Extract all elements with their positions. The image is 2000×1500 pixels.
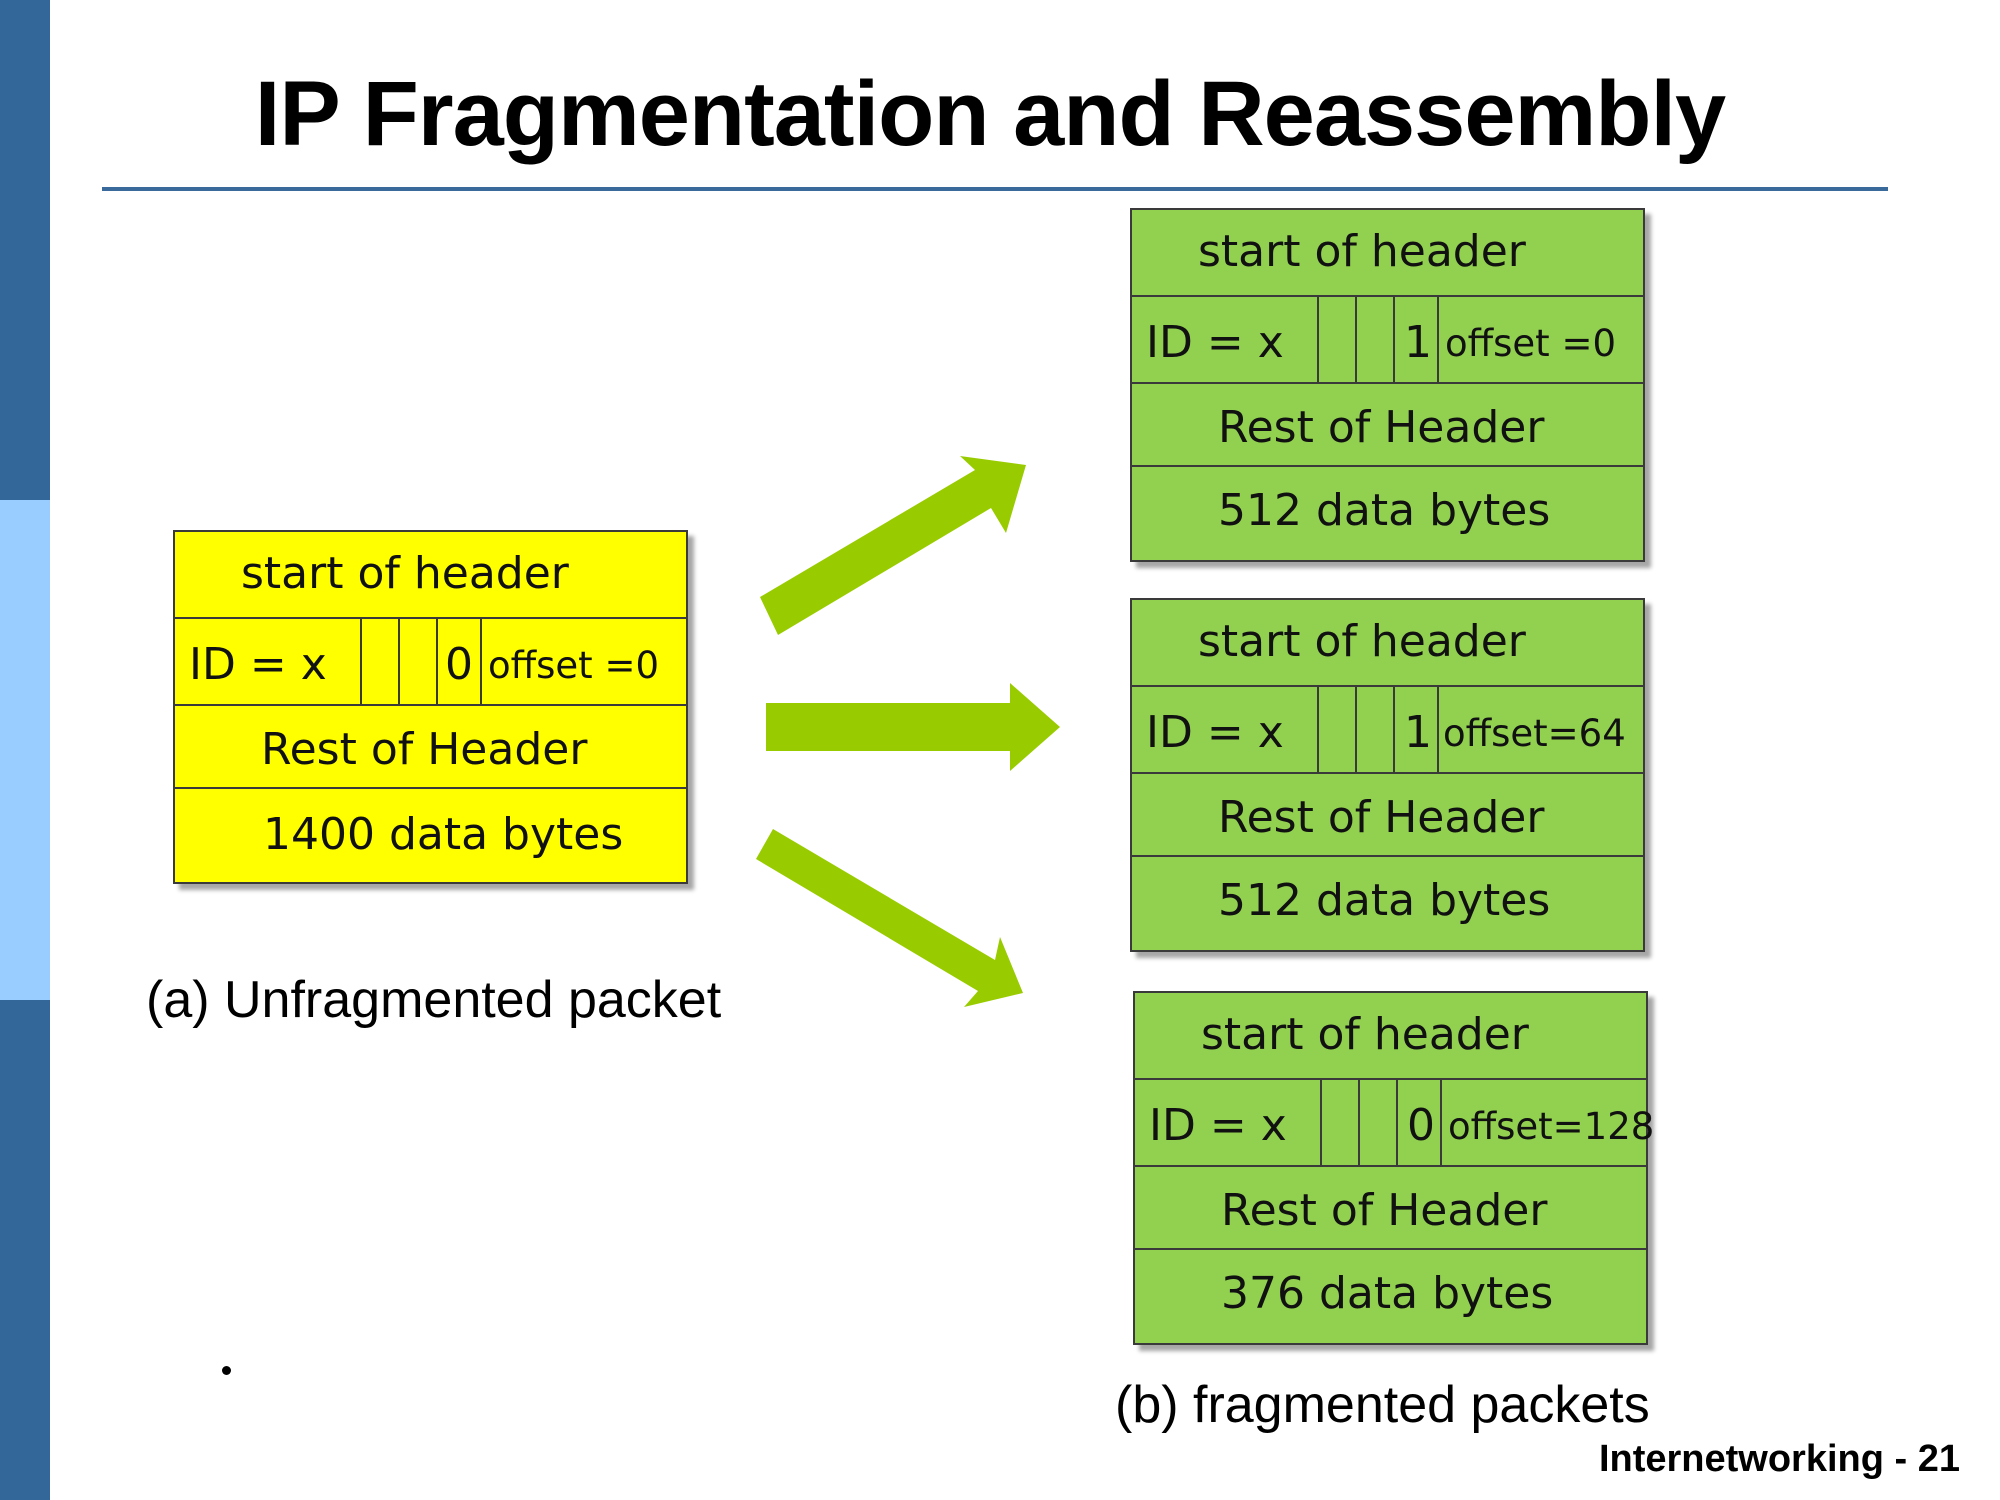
- start-of-header-row: start of header: [1132, 600, 1643, 687]
- start-of-header-label: start of header: [1201, 1009, 1529, 1060]
- rest-of-header-row: Rest of Header: [1132, 384, 1643, 467]
- arrow-right: [766, 683, 1060, 771]
- flag-divider: [1440, 1080, 1442, 1165]
- side-bar-middle: [0, 500, 50, 1000]
- offset-label: offset =0: [1445, 322, 1616, 365]
- flag-divider: [436, 619, 438, 704]
- flag-divider: [480, 619, 482, 704]
- more-fragments-flag: 1: [1404, 707, 1432, 758]
- flag-divider: [1396, 1080, 1398, 1165]
- offset-label: offset =0: [488, 644, 659, 687]
- fragment-packet-1: start of header ID = x 1 offset =0 Rest …: [1130, 208, 1645, 562]
- id-label: ID = x: [1146, 317, 1284, 368]
- flag-divider: [1317, 297, 1319, 382]
- start-of-header-label: start of header: [1198, 616, 1526, 667]
- flag-divider: [1393, 687, 1395, 772]
- more-fragments-flag: 1: [1404, 317, 1432, 368]
- rest-of-header-row: Rest of Header: [1135, 1167, 1646, 1250]
- title-divider: [102, 187, 1888, 191]
- rest-of-header-label: Rest of Header: [1218, 792, 1545, 843]
- data-bytes-label: 1400 data bytes: [263, 809, 624, 860]
- rest-of-header-row: Rest of Header: [1132, 774, 1643, 857]
- stray-bullet-dot: [222, 1366, 231, 1375]
- arrow-down-right: [756, 829, 1023, 1007]
- fragmented-caption: (b) fragmented packets: [1115, 1376, 1650, 1434]
- offset-label: offset=128: [1448, 1105, 1655, 1148]
- flag-divider: [1437, 297, 1439, 382]
- more-fragments-flag: 0: [1407, 1100, 1435, 1151]
- flag-divider: [1358, 1080, 1360, 1165]
- start-of-header-row: start of header: [1132, 210, 1643, 297]
- data-bytes-row: 512 data bytes: [1132, 467, 1643, 560]
- flag-divider: [398, 619, 400, 704]
- start-of-header-label: start of header: [1198, 226, 1526, 277]
- id-label: ID = x: [1146, 707, 1284, 758]
- flag-divider: [1393, 297, 1395, 382]
- arrow-up-right: [760, 456, 1026, 635]
- id-flags-offset-row: ID = x 1 offset =0: [1132, 297, 1643, 384]
- unfragmented-packet: start of header ID = x 0 offset =0 Rest …: [173, 530, 688, 884]
- offset-label: offset=64: [1443, 712, 1626, 755]
- data-bytes-row: 376 data bytes: [1135, 1250, 1646, 1343]
- fragment-packet-3: start of header ID = x 0 offset=128 Rest…: [1133, 991, 1654, 1345]
- start-of-header-row: start of header: [1135, 993, 1646, 1080]
- rest-of-header-label: Rest of Header: [1221, 1185, 1548, 1236]
- id-flags-offset-row: ID = x 0 offset =0: [175, 619, 686, 706]
- flag-divider: [1355, 687, 1357, 772]
- side-bar-bottom: [0, 1000, 50, 1500]
- rest-of-header-row: Rest of Header: [175, 706, 686, 789]
- fragment-packet-2: start of header ID = x 1 offset=64 Rest …: [1130, 598, 1645, 952]
- id-flags-offset-row: ID = x 0 offset=128: [1135, 1080, 1654, 1167]
- start-of-header-label: start of header: [241, 548, 569, 599]
- rest-of-header-label: Rest of Header: [1218, 402, 1545, 453]
- flag-divider: [1355, 297, 1357, 382]
- slide-title: IP Fragmentation and Reassembly: [254, 63, 1726, 165]
- more-fragments-flag: 0: [445, 639, 473, 690]
- start-of-header-row: start of header: [175, 532, 686, 619]
- slide-footer: Internetworking - 21: [1598, 1438, 1960, 1480]
- flag-divider: [1320, 1080, 1322, 1165]
- id-label: ID = x: [1149, 1100, 1287, 1151]
- rest-of-header-label: Rest of Header: [261, 724, 588, 775]
- id-label: ID = x: [189, 639, 327, 690]
- data-bytes-label: 376 data bytes: [1221, 1268, 1554, 1319]
- unfragmented-caption: (a) Unfragmented packet: [146, 971, 722, 1029]
- id-flags-offset-row: ID = x 1 offset=64: [1132, 687, 1643, 774]
- data-bytes-row: 1400 data bytes: [175, 789, 686, 882]
- flag-divider: [1317, 687, 1319, 772]
- data-bytes-row: 512 data bytes: [1132, 857, 1643, 950]
- data-bytes-label: 512 data bytes: [1218, 485, 1551, 536]
- flag-divider: [1437, 687, 1439, 772]
- side-bar-top: [0, 0, 50, 500]
- flag-divider: [360, 619, 362, 704]
- data-bytes-label: 512 data bytes: [1218, 875, 1551, 926]
